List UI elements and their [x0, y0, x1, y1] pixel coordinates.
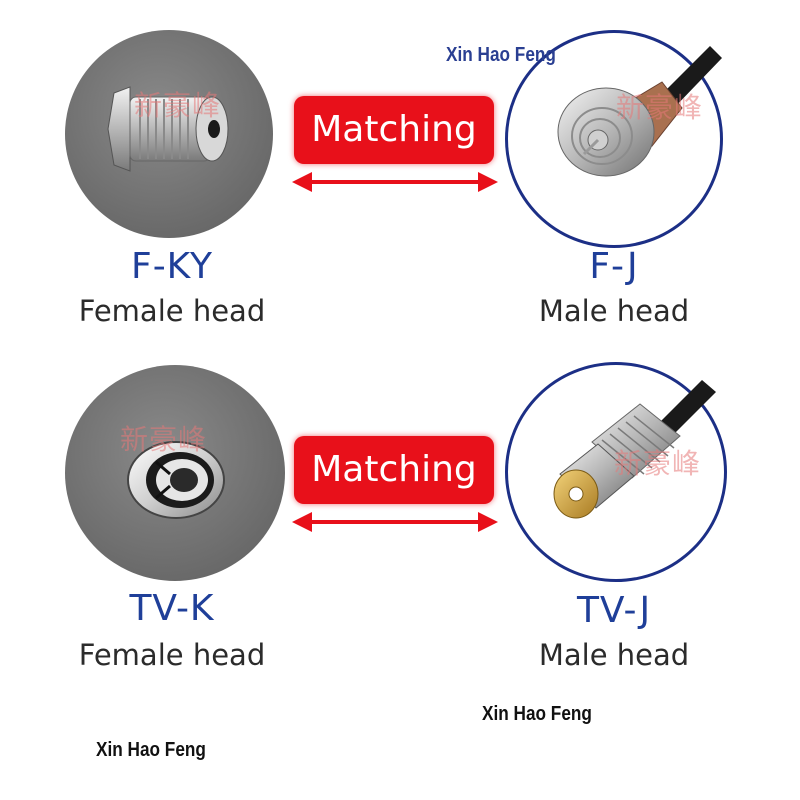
brand-text-bottom-left: Xin Hao Feng — [96, 739, 206, 761]
double-arrow-icon — [292, 172, 498, 192]
brand-text-middle-right: Xin Hao Feng — [482, 703, 592, 725]
male-desc-label: Male head — [538, 638, 690, 672]
watermark-text: 新豪峰 — [134, 89, 222, 122]
female-code-label: TV-K — [129, 588, 215, 629]
male-code-label: TV-J — [576, 590, 652, 631]
f-female-connector-icon — [107, 86, 229, 172]
male-code-label: F-J — [589, 246, 639, 287]
matching-label: Matching — [311, 109, 477, 150]
watermark-text: 新豪峰 — [614, 447, 702, 480]
watermark-text: 新豪峰 — [120, 423, 208, 456]
female-code-label: F-KY — [130, 246, 213, 287]
matching-badge: Matching — [294, 96, 494, 164]
male-desc-label: Male head — [538, 294, 690, 328]
f-male-connector-icon — [557, 46, 722, 177]
female-desc-label: Female head — [78, 294, 266, 328]
double-arrow-icon — [292, 512, 498, 532]
watermark-text: 新豪峰 — [616, 91, 704, 124]
tv-female-connector-icon — [127, 441, 225, 519]
matching-badge: Matching — [294, 436, 494, 504]
female-desc-label: Female head — [78, 638, 266, 672]
matching-label: Matching — [311, 449, 477, 490]
tv-male-connector-icon — [553, 380, 716, 519]
brand-text-top: Xin Hao Feng — [446, 44, 556, 66]
